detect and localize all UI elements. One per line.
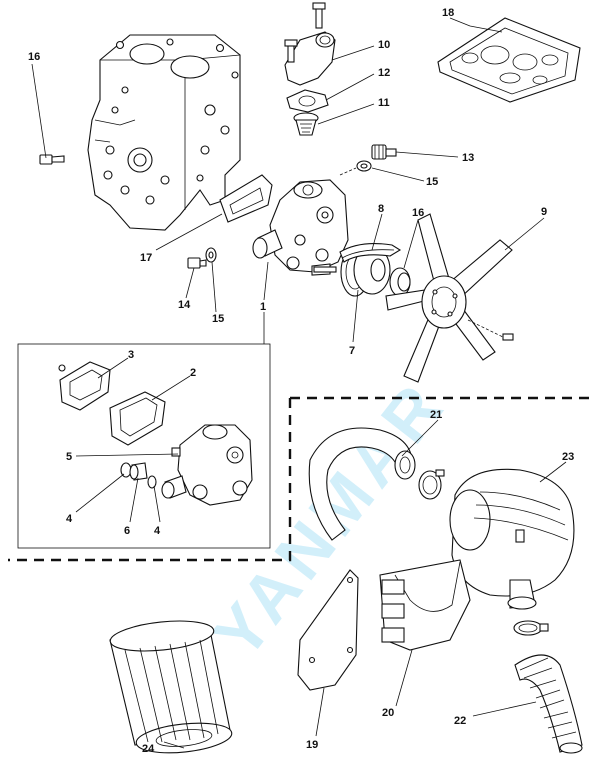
callout-10: 10 [378,39,390,51]
callout-20: 19 [306,739,318,751]
fan-9 [385,213,513,383]
callout-19: 18 [442,7,454,19]
pump-body-5 [161,424,253,506]
callout-24: 23 [562,451,574,463]
thermostat-housing-10 [284,2,336,86]
callout-12: 12 [378,67,390,79]
callout-16: 16 [412,207,424,219]
air-cleaner-24 [449,468,575,610]
flexible-hose-23 [514,654,583,754]
callout-6: 6 [124,525,130,537]
o-ring-4-right [147,475,157,489]
inset-box [17,343,271,549]
callout-1: 1 [260,301,266,313]
gasket-3 [58,361,111,411]
callout-21: 20 [382,707,394,719]
gasket-12 [286,89,329,113]
washer-15-upper [356,160,372,172]
callout-13: 13 [462,152,474,164]
callout-22: 21 [430,409,442,421]
callout-7: 7 [349,345,355,357]
callout-15-upper: 15 [426,176,438,188]
callout-4-left: 4 [66,513,73,525]
callout-9: 9 [541,206,547,218]
pipe-6 [129,462,148,481]
callout-4-right: 4 [154,525,161,537]
callout-8: 8 [378,203,384,215]
callout-5: 5 [66,451,72,463]
section-divider-left [8,398,292,562]
bolt-14 [187,257,207,269]
plate-20 [297,569,359,691]
callout-15-lower: 15 [212,313,224,325]
thermostat-11 [293,112,319,136]
callout-17: 16 [28,51,40,63]
gasket-18 [219,174,273,223]
callout-3: 3 [128,349,134,361]
callout-25: 24 [142,743,155,755]
gasket-2 [109,391,166,446]
filter-element-25 [109,620,233,754]
hose-clamp-lower [513,620,549,636]
callout-2: 2 [190,367,196,379]
water-pump-1 [252,179,349,276]
sensor-13 [371,144,397,160]
fan-bolt [502,333,514,341]
engine-block [87,34,241,231]
bracket-21 [379,559,471,651]
washer-15-lower [205,247,217,263]
bolt-17 [39,154,65,165]
spacer-16 [389,267,411,297]
belt-8 [339,243,402,263]
callout-18: 17 [140,252,152,264]
callout-23: 22 [454,715,466,727]
hose-22 [308,427,416,541]
callout-11: 11 [378,97,390,109]
gasket-kit-19 [437,17,581,103]
callout-14: 14 [178,299,191,311]
hose-clamp-upper [418,469,445,500]
